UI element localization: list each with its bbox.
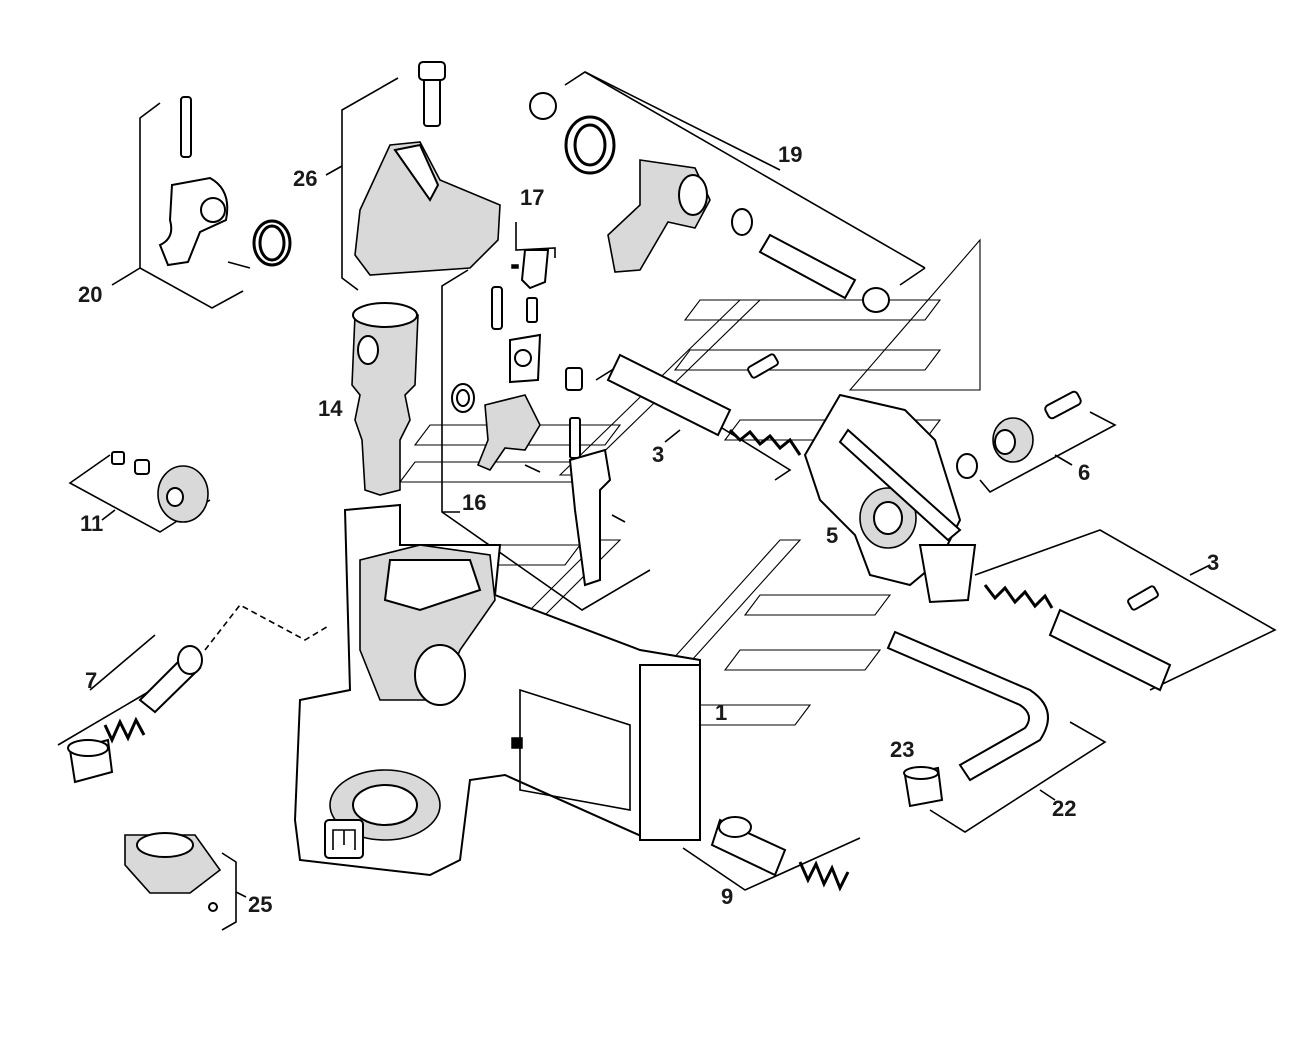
- part-26-group: [325, 61, 501, 291]
- handle-rod-part: [886, 630, 1049, 782]
- callout-3-upper: 3: [652, 442, 664, 467]
- part-1-main-housing: [293, 503, 701, 877]
- bolt-5-part: [838, 428, 962, 542]
- dowel-3b-part: [1127, 585, 1159, 611]
- cam-lever-part: [476, 394, 541, 471]
- spring-3-part: [728, 428, 802, 456]
- callout-16: 16: [462, 490, 486, 515]
- pin-bore: [414, 644, 466, 706]
- shaft-part: [758, 233, 857, 300]
- pin-3b-part: [1048, 608, 1172, 692]
- part-19-group: [529, 71, 926, 313]
- part-9-group: [682, 816, 861, 892]
- part-20-group: [111, 96, 292, 309]
- coupling-mouth: [352, 784, 418, 826]
- part-17-group: [509, 222, 556, 384]
- latch-arm-part: [568, 448, 612, 587]
- part-3-upper-group: [595, 353, 802, 481]
- dowel-part: [747, 353, 779, 379]
- callout-11: 11: [80, 511, 103, 536]
- small-spring-part: [526, 297, 538, 323]
- washer-19-part: [731, 208, 753, 236]
- grease-nipple-part: [111, 451, 125, 465]
- roll-pin-part: [180, 96, 192, 158]
- callout-6: 6: [1078, 460, 1090, 485]
- nut-11-part: [134, 459, 150, 475]
- screw-6-part: [1044, 390, 1082, 420]
- part-11-group: [68, 451, 211, 533]
- lever-hub-part: [200, 197, 226, 223]
- washer-6-part: [956, 453, 978, 479]
- callout-14: 14: [318, 396, 343, 421]
- circlip-part: [529, 92, 557, 120]
- o-ring-25-part: [208, 902, 218, 912]
- pin-3-part: [606, 353, 732, 437]
- callout-22: 22: [1052, 796, 1076, 821]
- callout-7: 7: [85, 668, 97, 693]
- callout-19: 19: [778, 142, 802, 167]
- callout-1: 1: [715, 700, 727, 725]
- spring-7-part: [103, 716, 146, 744]
- part-25-group: [124, 832, 247, 931]
- latch-plate-part: [520, 249, 550, 290]
- callout-5: 5: [826, 523, 838, 548]
- part-16-group: [441, 269, 651, 611]
- part-3-lower-group: [974, 529, 1277, 692]
- spring-19-part: [564, 115, 616, 175]
- part-7-group: [57, 603, 331, 784]
- spring-3b-part: [983, 584, 1054, 609]
- callout-20: 20: [78, 282, 102, 307]
- spring-9-part: [798, 860, 850, 892]
- torsion-spring-part: [252, 219, 292, 267]
- callout-3-lower: 3: [1207, 550, 1219, 575]
- callout-17: 17: [520, 185, 544, 210]
- pin-part: [491, 286, 503, 330]
- part-22-group: [886, 630, 1107, 833]
- callout-25: 25: [248, 892, 272, 917]
- circlip-19-part: [862, 287, 890, 313]
- callout-23: 23: [890, 737, 914, 762]
- cover-housing-part: [354, 141, 501, 276]
- callout-9: 9: [721, 884, 733, 909]
- part-14-group: [351, 302, 419, 496]
- part-6-group: [956, 390, 1117, 494]
- spring-16-part: [569, 417, 581, 459]
- plug-part: [565, 367, 583, 391]
- part-5-group: [803, 393, 977, 604]
- callout-26: 26: [293, 166, 317, 191]
- mounting-flange: [639, 664, 701, 841]
